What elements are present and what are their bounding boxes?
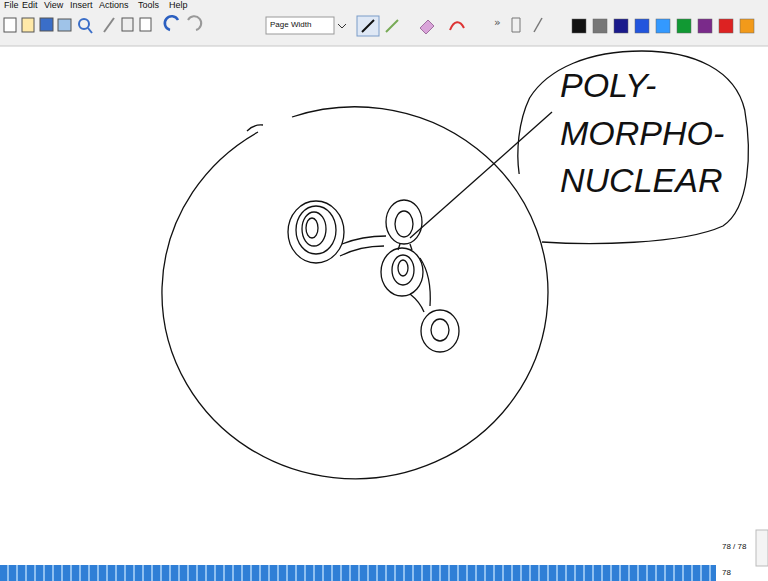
toolbar-edge xyxy=(0,46,768,47)
toolbar-band xyxy=(0,0,768,46)
color-palette xyxy=(572,19,754,33)
menu-item: View xyxy=(44,1,63,10)
menu-item: Tools xyxy=(138,1,159,10)
scrollbar xyxy=(756,530,768,566)
cell-outline-stroke xyxy=(247,125,263,131)
nucleus-lobes xyxy=(288,200,459,352)
callout-text: POLY- MORPHO- NUCLEAR xyxy=(560,62,738,205)
bubble-outline-path xyxy=(518,51,748,243)
menu-item: Insert xyxy=(70,1,93,10)
leader-line xyxy=(410,112,552,238)
callout-bubble: POLY- MORPHO- NUCLEAR xyxy=(515,48,752,246)
page-counter: 78 / 78 xyxy=(722,543,746,551)
cell-outline xyxy=(162,107,548,479)
menu-item: Help xyxy=(169,1,188,10)
menu-item: Edit xyxy=(22,1,38,10)
toolbar-icons: » xyxy=(4,16,542,36)
menu-item: Actions xyxy=(99,1,129,10)
status-bar xyxy=(0,565,716,581)
page-number: 78 xyxy=(722,569,731,577)
zoom-dropdown: Page Width xyxy=(270,21,311,29)
menu-item: File xyxy=(4,1,19,10)
svg-text:»: » xyxy=(494,16,501,29)
